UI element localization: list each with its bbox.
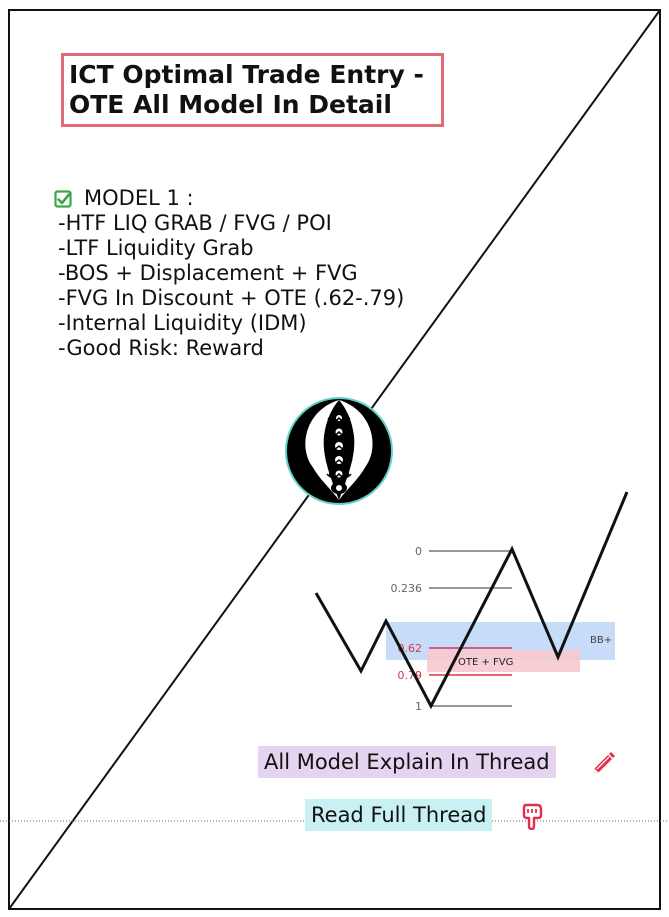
model-item: -FVG In Discount + OTE (.62-.79) [58, 286, 405, 310]
read-full-thread-button[interactable]: Read Full Thread [305, 799, 493, 831]
model-heading-text: MODEL 1 : [84, 186, 194, 210]
model-item: -BOS + Displacement + FVG [58, 261, 358, 285]
title-line-1: ICT Optimal Trade Entry - [69, 60, 424, 89]
circular-emblem-icon [285, 397, 393, 505]
model-item: -Internal Liquidity (IDM) [58, 311, 307, 335]
fib-label-0236: 0.236 [391, 582, 423, 595]
fib-label-1: 1 [415, 700, 422, 713]
model-block: MODEL 1 : -HTF LIQ GRAB / FVG / POI -LTF… [54, 186, 405, 361]
explain-thread-button[interactable]: All Model Explain In Thread [258, 746, 556, 778]
model-heading: MODEL 1 : [54, 186, 404, 211]
price-path [314, 491, 629, 710]
pencil-icon [594, 752, 615, 773]
title-line-2: OTE All Model In Detail [69, 90, 392, 119]
ote-fvg-label: OTE + FVG [458, 657, 513, 668]
ote-diagram: 0 0.236 0.62 0.79 1 BB+ OTE + FVG [314, 491, 629, 713]
ote-fvg-zone [427, 650, 580, 672]
model-item: -LTF Liquidity Grab [58, 236, 254, 260]
bb-label: BB+ [590, 635, 612, 646]
title-box: ICT Optimal Trade Entry - OTE All Model … [61, 53, 444, 127]
pointing-hand-icon [522, 803, 543, 830]
outer-border [8, 9, 661, 910]
fib-label-0: 0 [415, 545, 422, 558]
check-square-icon [54, 189, 72, 208]
model-item: -Good Risk: Reward [58, 336, 264, 360]
model-item: -HTF LIQ GRAB / FVG / POI [58, 211, 332, 235]
